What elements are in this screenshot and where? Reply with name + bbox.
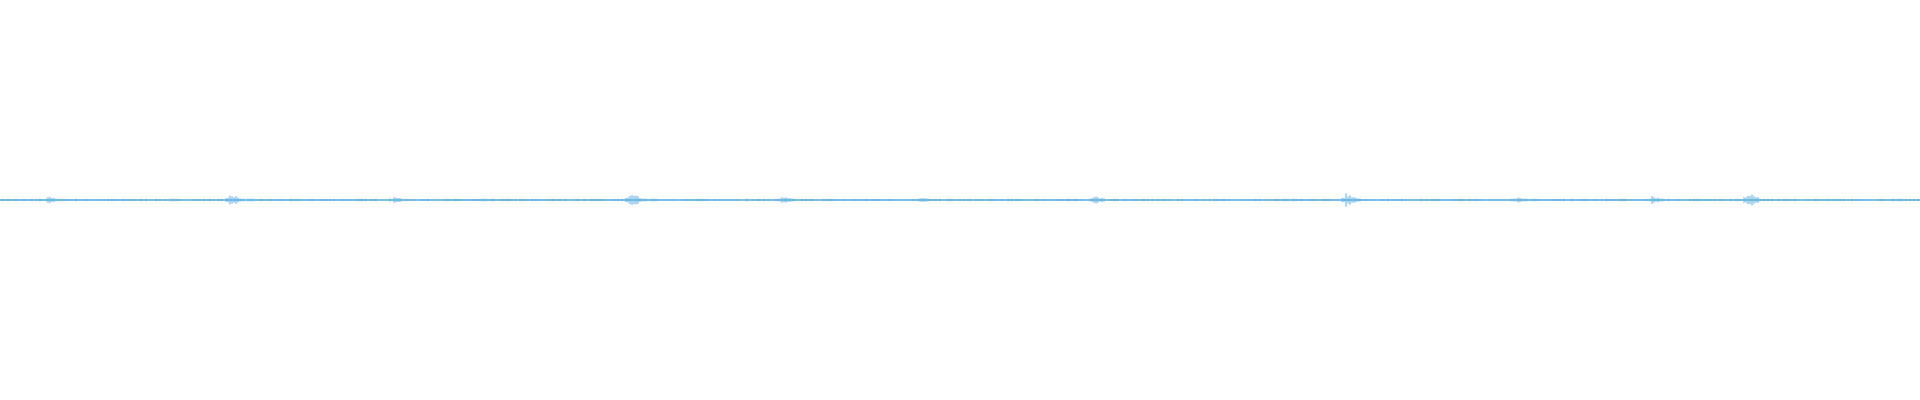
waveform-path bbox=[0, 193, 1919, 207]
waveform-samples bbox=[0, 193, 1919, 207]
